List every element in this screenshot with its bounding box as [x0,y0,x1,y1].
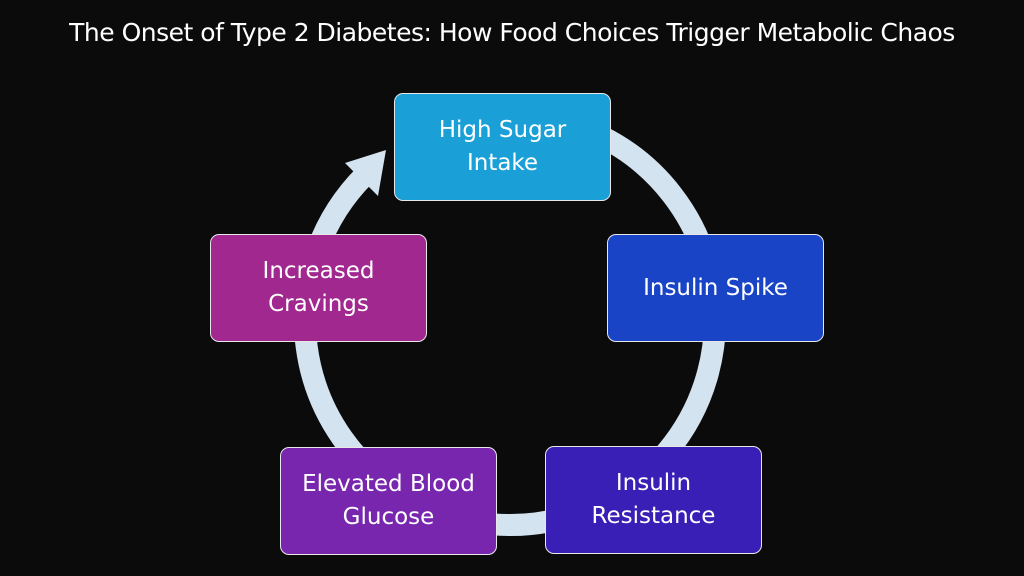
step-increased-cravings: Increased Cravings [210,234,427,342]
diagram-title: The Onset of Type 2 Diabetes: How Food C… [69,18,955,47]
step-label: Elevated Blood Glucose [302,471,475,530]
arrowhead-icon [345,150,386,196]
step-label: High Sugar Intake [438,117,567,176]
step-elevated-blood-glucose: Elevated Blood Glucose [280,447,497,555]
step-insulin-spike: Insulin Spike [607,234,824,342]
step-label: Insulin Resistance [591,470,716,529]
step-label: Increased Cravings [262,258,375,317]
step-label: Insulin Spike [643,274,788,301]
step-high-sugar-intake: High Sugar Intake [394,93,611,201]
step-insulin-resistance: Insulin Resistance [545,446,762,554]
